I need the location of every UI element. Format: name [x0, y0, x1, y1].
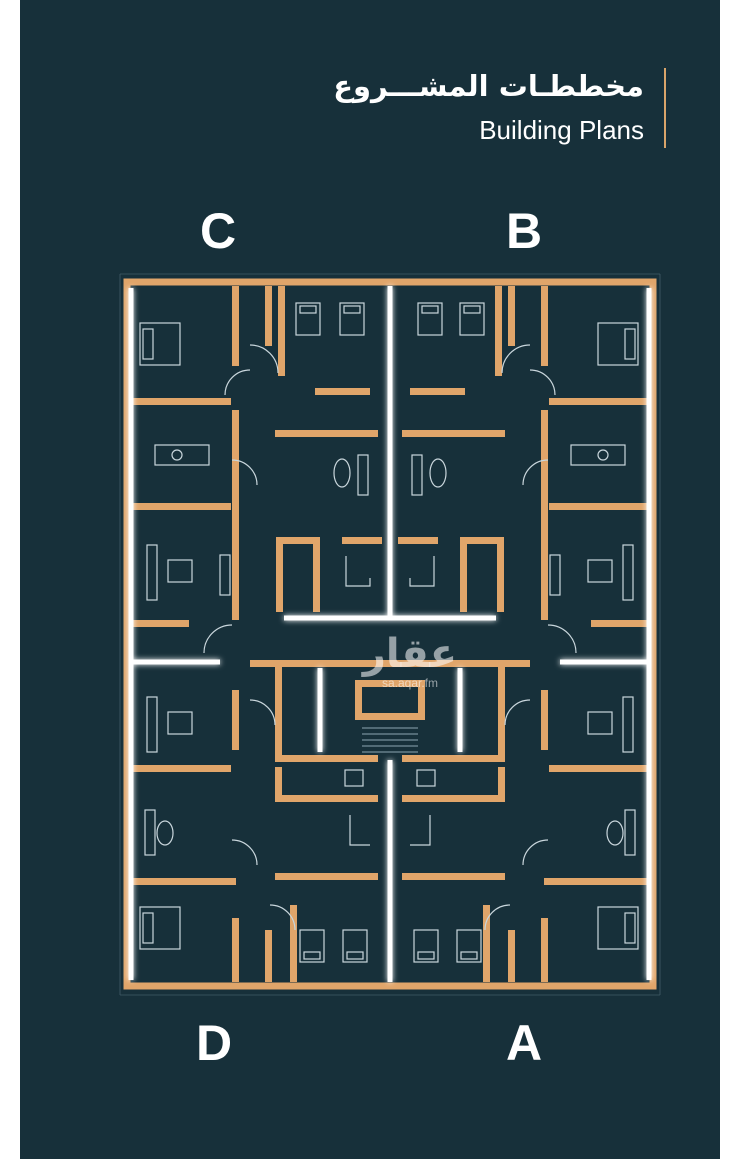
header: مخططـات المشـــروع Building Plans: [333, 62, 666, 148]
unit-dividers: [128, 286, 652, 982]
stair-treads: [362, 727, 418, 753]
exterior-walls: [123, 278, 657, 990]
title-divider: [664, 68, 666, 148]
watermark-url: sa.aqar.fm: [381, 676, 439, 690]
block-label-a: A: [506, 1015, 543, 1071]
page-title-arabic: مخططـات المشـــروع: [333, 69, 644, 103]
block-label-d: D: [196, 1015, 233, 1071]
floor-plan-drawing: [119, 273, 661, 996]
watermark: عقار sa.aqar.fm: [354, 632, 466, 690]
plan-panel: مخططـات المشـــروع Building Plans C B D …: [20, 0, 720, 1159]
block-label-b: B: [506, 203, 543, 259]
block-label-c: C: [200, 203, 237, 259]
furniture-living: [144, 444, 636, 856]
page-title-english: Building Plans: [479, 115, 644, 145]
interior-walls: [131, 286, 649, 982]
door-swings: [203, 344, 577, 931]
furniture-beds: [139, 302, 639, 963]
watermark-logo: عقار: [362, 631, 458, 677]
dimension-lines: [119, 273, 661, 996]
